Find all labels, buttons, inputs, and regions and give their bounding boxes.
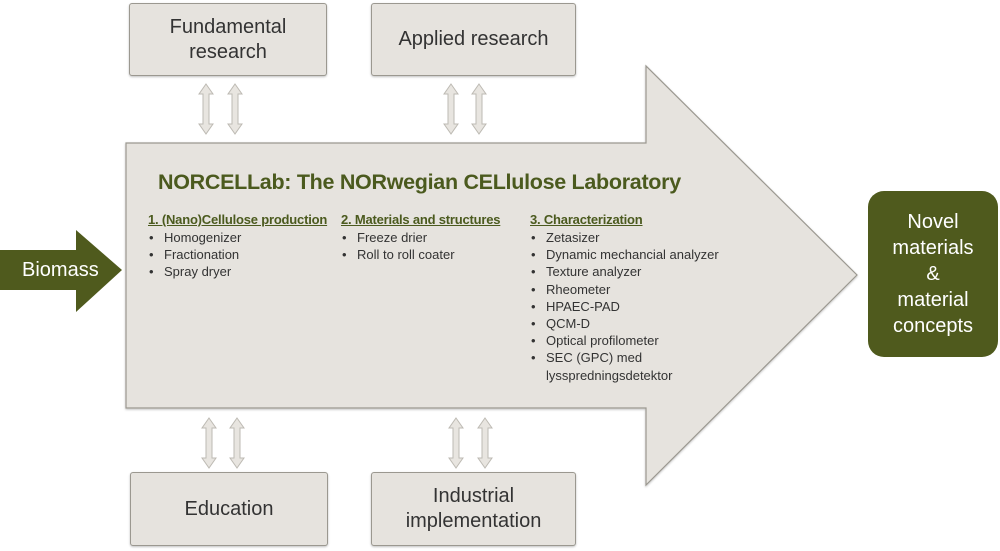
list-item: Optical profilometer: [530, 332, 719, 349]
list-item: Zetasizer: [530, 229, 719, 246]
column-heading: 2. Materials and structures: [341, 212, 501, 227]
biomass-label: Biomass: [22, 258, 99, 281]
connector-industrial: [448, 417, 493, 469]
list-item: Spray dryer: [148, 263, 327, 280]
column-characterization: 3. Characterization Zetasizer Dynamic me…: [530, 211, 719, 384]
connector-fundamental: [198, 83, 243, 135]
list-item: Rheometer: [530, 281, 719, 298]
list-item: Homogenizer: [148, 229, 327, 246]
column-cellulose-production: 1. (Nano)Cellulose production Homogenize…: [148, 211, 327, 281]
industrial-implementation-label: Industrial implementation: [405, 485, 542, 532]
education-box: Education: [130, 472, 328, 546]
fundamental-research-label: Fundamental research: [169, 15, 287, 63]
list-item: Freeze drier: [341, 229, 500, 246]
list-item: Dynamic mechancial analyzer: [530, 246, 719, 263]
connector-education: [201, 417, 245, 469]
education-label: Education: [184, 497, 274, 520]
biomass-arrow: [0, 230, 122, 312]
connector-applied: [443, 83, 487, 135]
list-item: Fractionation: [148, 246, 327, 263]
list-item: QCM-D: [530, 315, 719, 332]
novel-materials-box: Novel materials & material concepts: [868, 191, 998, 357]
industrial-implementation-box: Industrial implementation: [371, 472, 576, 546]
applied-research-label: Applied research: [398, 28, 549, 50]
list-item: SEC (GPC) med lysspredningsdetektor: [530, 349, 719, 383]
list-item: Texture analyzer: [530, 263, 719, 280]
column-heading: 3. Characterization: [530, 212, 643, 227]
list-item: HPAEC-PAD: [530, 298, 719, 315]
novel-materials-label: Novel materials & material concepts: [892, 211, 974, 337]
column-materials-structures: 2. Materials and structures Freeze drier…: [341, 211, 501, 264]
list-item: Roll to roll coater: [341, 246, 500, 263]
fundamental-research-box: Fundamental research: [129, 3, 327, 76]
applied-research-box: Applied research: [371, 3, 576, 76]
lab-title: NORCELLab: The NORwegian CELlulose Labor…: [158, 170, 681, 194]
column-heading: 1. (Nano)Cellulose production: [148, 212, 328, 227]
